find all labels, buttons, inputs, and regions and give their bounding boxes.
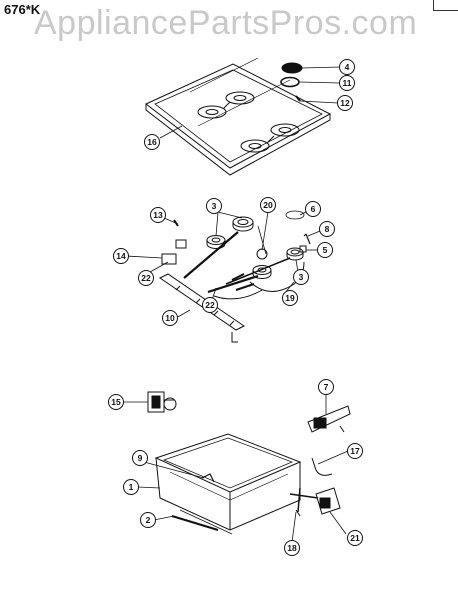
callout-18: 18 [287, 543, 297, 553]
corner-mark [433, 0, 458, 11]
callout-9: 9 [138, 453, 143, 463]
manifold-assembly [159, 210, 311, 343]
cooktop-assembly [145, 57, 332, 176]
callout-8: 8 [325, 224, 330, 234]
callout-17: 17 [350, 446, 360, 456]
callout-6: 6 [311, 204, 316, 214]
callout-16: 16 [147, 137, 157, 147]
igniter-7 [307, 405, 351, 433]
callout-2: 2 [146, 515, 151, 525]
callout-12: 12 [340, 98, 350, 108]
part-screw [295, 95, 301, 102]
callout-22b: 22 [205, 300, 215, 310]
callout-21: 21 [350, 533, 360, 543]
callout-labels: 4 11 12 16 13 3 20 6 8 5 3 14 22 22 10 1… [111, 62, 360, 553]
callout-3b: 3 [299, 272, 304, 282]
broiler-assembly [154, 433, 341, 535]
callout-13: 13 [153, 210, 163, 220]
callout-4: 4 [345, 62, 350, 72]
callout-circles [108, 59, 363, 556]
model-code: 676*K [4, 2, 41, 17]
callout-5: 5 [323, 245, 328, 255]
callout-14: 14 [116, 251, 126, 261]
regulator-15 [147, 391, 177, 413]
callout-15: 15 [111, 397, 121, 407]
callout-10: 10 [165, 313, 175, 323]
callout-7: 7 [324, 382, 329, 392]
watermark: AppliancePartsPros.com [34, 4, 418, 42]
callout-19: 19 [285, 293, 295, 303]
part-cap [281, 62, 303, 74]
callout-11: 11 [343, 78, 352, 88]
part-ring [280, 76, 300, 88]
callout-20: 20 [263, 200, 273, 210]
callout-1: 1 [129, 482, 134, 492]
callout-22a: 22 [141, 273, 151, 283]
callout-3a: 3 [212, 201, 217, 211]
